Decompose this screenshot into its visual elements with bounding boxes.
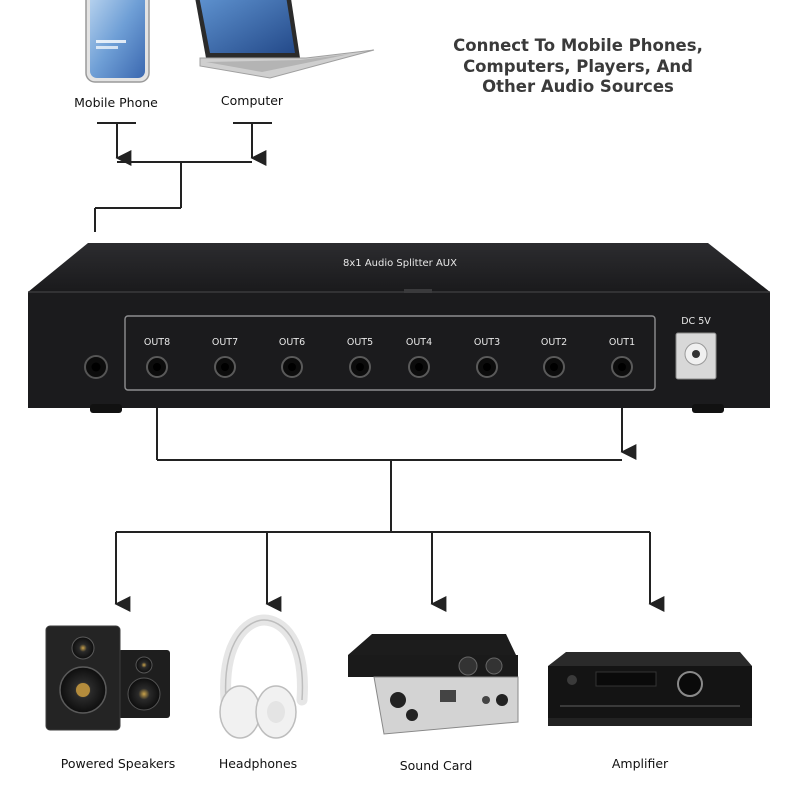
output-label-sound-card: Sound Card <box>399 758 473 773</box>
port-label-out4: OUT4 <box>405 337 433 348</box>
port-label-out6: OUT6 <box>278 337 306 348</box>
output-jack-out5 <box>349 356 371 378</box>
powered-speakers-icon <box>45 625 170 731</box>
audio-splitter-device <box>28 243 770 413</box>
laptop-icon <box>195 0 375 79</box>
output-jack-out8 <box>146 356 168 378</box>
port-label-out7: OUT7 <box>211 337 239 348</box>
output-jack-out4 <box>408 356 430 378</box>
port-label-out2: OUT2 <box>540 337 568 348</box>
output-label-headphones: Headphones <box>218 756 298 771</box>
headline-line-2: Computers, Players, And <box>463 56 693 76</box>
dc-power-jack <box>675 332 717 380</box>
port-label-out1: OUT1 <box>608 337 636 348</box>
output-jack-out1 <box>611 356 633 378</box>
mobile-phone-icon <box>85 0 150 83</box>
output-jack-out2 <box>543 356 565 378</box>
headline-line-1: Connect To Mobile Phones, <box>453 36 703 55</box>
headline: Connect To Mobile Phones, Computers, Pla… <box>440 36 716 98</box>
source-label-mobile-phone: Mobile Phone <box>74 95 158 110</box>
amplifier-icon <box>548 652 752 726</box>
output-label-powered-speakers: Powered Speakers <box>60 756 176 771</box>
output-connector-lines <box>114 408 665 612</box>
headphones-icon <box>219 614 308 739</box>
sound-card-icon <box>348 634 519 735</box>
output-ports <box>146 356 633 378</box>
port-label-out3: OUT3 <box>473 337 501 348</box>
input-jack <box>84 355 108 379</box>
port-label-out5: OUT5 <box>346 337 374 348</box>
output-jack-out3 <box>476 356 498 378</box>
source-label-computer: Computer <box>220 93 284 108</box>
port-label-out8: OUT8 <box>143 337 171 348</box>
device-title: 8x1 Audio Splitter AUX <box>343 258 457 269</box>
headline-line-3: Other Audio Sources <box>482 77 674 96</box>
output-jack-out7 <box>214 356 236 378</box>
output-label-amplifier: Amplifier <box>611 756 669 771</box>
output-jack-out6 <box>281 356 303 378</box>
dc-power-label: DC 5V <box>681 316 711 327</box>
